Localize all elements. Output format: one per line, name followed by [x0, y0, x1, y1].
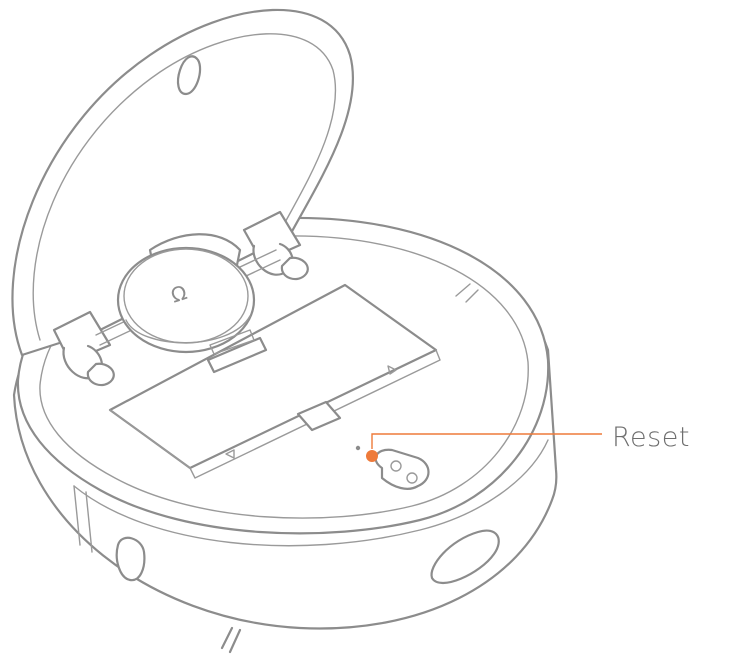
dustbin-compartment [108, 283, 441, 479]
reset-label: Reset [612, 422, 690, 453]
reset-button-marker[interactable] [366, 450, 378, 462]
callout-leader-line [371, 433, 602, 449]
reset-button-area [355, 445, 430, 490]
reset-callout: Reset [371, 422, 690, 453]
brand-logo: Ω [168, 280, 190, 308]
indicator-dot [355, 445, 361, 451]
right-hinge [242, 210, 309, 281]
left-hinge [52, 310, 115, 387]
lid [11, 8, 355, 357]
lds-turret [95, 233, 281, 355]
